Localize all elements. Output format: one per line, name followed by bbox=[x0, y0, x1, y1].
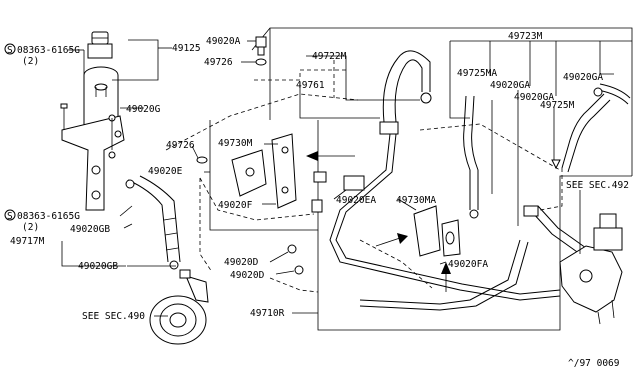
washer-49726-top bbox=[255, 58, 267, 66]
hose-49722M bbox=[379, 50, 432, 135]
label-49020GB-2: 49020GB bbox=[78, 261, 118, 272]
hose-49717M bbox=[125, 175, 181, 270]
label-49020A: 49020A bbox=[206, 36, 241, 47]
steering-gear bbox=[559, 213, 623, 325]
label-49020GB-1: 49020GB bbox=[70, 224, 110, 235]
label-08363-top-qty: (2) bbox=[22, 56, 39, 67]
clamp-49020EA bbox=[311, 171, 365, 213]
label-49020GA-1: 49020GA bbox=[490, 80, 530, 91]
label-49726-mid: 49726 bbox=[166, 140, 195, 151]
label-49020D-1: 49020D bbox=[224, 257, 259, 268]
label-49020GA-2: 49020GA bbox=[514, 92, 554, 103]
frame-upper-right bbox=[251, 27, 633, 176]
bolt-49020D bbox=[287, 244, 304, 275]
washer-49726-mid bbox=[196, 156, 208, 164]
label-49020F: 49020F bbox=[218, 200, 253, 211]
label-49722M: 49722M bbox=[312, 51, 347, 62]
label-49725M: 49725M bbox=[540, 100, 575, 111]
label-49730MA: 49730MA bbox=[396, 195, 436, 206]
label-49723M: 49723M bbox=[508, 31, 543, 42]
power-steering-pump bbox=[149, 269, 209, 345]
direction-arrows bbox=[306, 151, 451, 292]
reservoir-bracket bbox=[60, 103, 125, 211]
bracket-49730M bbox=[231, 133, 297, 209]
label-49020EA: 49020EA bbox=[336, 195, 376, 206]
label-49125: 49125 bbox=[172, 43, 201, 54]
leader-lines bbox=[61, 39, 632, 317]
phantom-lines bbox=[165, 60, 563, 293]
screw-symbol-top-glyph: S bbox=[7, 45, 13, 56]
label-49761: 49761 bbox=[296, 80, 325, 91]
footer-code: ^/97 0069 bbox=[568, 358, 620, 369]
fitting-49020A bbox=[255, 36, 267, 56]
label-49020D-2: 49020D bbox=[230, 270, 265, 281]
label-49725MA: 49725MA bbox=[457, 68, 497, 79]
label-08363-bottom: 08363-6165G bbox=[17, 211, 80, 222]
label-49020GA-3: 49020GA bbox=[563, 72, 603, 83]
label-49020FA: 49020FA bbox=[448, 259, 488, 270]
label-49710R: 49710R bbox=[250, 308, 285, 319]
screw-symbol-top: S bbox=[4, 43, 16, 56]
frame-bottom bbox=[317, 175, 632, 331]
label-49020G: 49020G bbox=[126, 104, 161, 115]
bracket-49730MA bbox=[413, 205, 461, 257]
hose-49725M bbox=[551, 83, 631, 173]
hose-49725MA bbox=[463, 95, 479, 219]
screw-symbol-bottom: S bbox=[4, 209, 16, 222]
label-see-sec-490: SEE SEC.490 bbox=[82, 311, 145, 322]
label-49726-top: 49726 bbox=[204, 57, 233, 68]
label-08363-top: 08363-6165G bbox=[17, 45, 80, 56]
pipe-49761 bbox=[329, 133, 561, 301]
pipe-49710R bbox=[359, 205, 587, 311]
label-see-sec-492: SEE SEC.492 bbox=[566, 180, 629, 191]
label-49020E: 49020E bbox=[148, 166, 183, 177]
label-49717M: 49717M bbox=[10, 236, 45, 247]
label-08363-bottom-qty: (2) bbox=[22, 222, 39, 233]
label-49730M: 49730M bbox=[218, 138, 253, 149]
screw-symbol-bottom-glyph: S bbox=[7, 211, 13, 222]
